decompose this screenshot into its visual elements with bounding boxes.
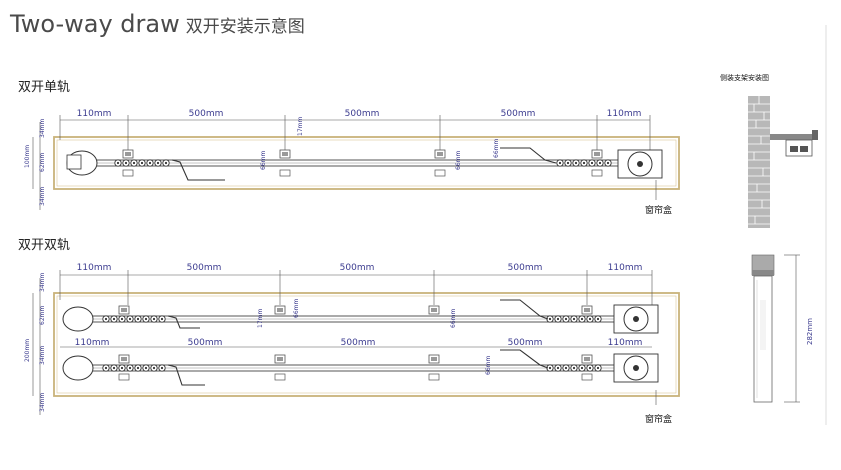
double-inner-dim-66b: 66mm: [450, 309, 457, 328]
single-dim-2: 500mm: [189, 109, 224, 119]
double-track-title: 双开双轨: [18, 238, 71, 253]
single-left-dim-34b: 34mm: [39, 187, 46, 206]
title-chinese: 双开安装示意图: [185, 17, 305, 37]
side-mount-diagram: 侧装支架安装图: [720, 25, 827, 425]
single-box-label: 窗帘盒: [645, 204, 672, 216]
double-dim-4: 500mm: [508, 263, 543, 273]
double-left-dim-34c: 34mm: [39, 393, 46, 412]
double-dim-5: 110mm: [608, 263, 643, 273]
double-left-motor-front: [62, 306, 94, 332]
double-dim-1: 110mm: [77, 263, 112, 273]
double-left-dim-62: 62mm: [39, 306, 46, 325]
side-mount-title: 侧装支架安装图: [720, 73, 769, 82]
single-inner-dim-66a: 66mm: [260, 151, 267, 170]
double-dim-3: 500mm: [340, 263, 375, 273]
double-left-dim-34a: 34mm: [39, 273, 46, 292]
double-left-motor-back: [62, 355, 94, 381]
double-mid-dim-3: 500mm: [341, 338, 376, 348]
double-box-label: 窗帘盒: [645, 413, 672, 425]
single-inner-dim-17: 17mm: [297, 117, 304, 136]
single-right-motor: [617, 149, 663, 179]
single-dim-4: 500mm: [501, 109, 536, 119]
single-left-dim-34a: 34mm: [39, 119, 46, 138]
double-mid-dim-1: 110mm: [75, 338, 110, 348]
single-inner-dim-66b: 66mm: [455, 151, 462, 170]
double-dim-2: 500mm: [187, 263, 222, 273]
double-track-diagram: 110mm 500mm 500mm 500mm 110mm 110mm 500m…: [24, 263, 680, 425]
single-inner-dim-66c: 66mm: [493, 139, 500, 158]
single-left-dim-100: 100mm: [24, 145, 31, 168]
double-left-dim-34b: 34mm: [39, 346, 46, 365]
title-english: Two-way draw: [10, 10, 180, 38]
double-mid-dim-2: 500mm: [188, 338, 223, 348]
single-dim-3: 500mm: [345, 109, 380, 119]
motor-side-view: [751, 254, 775, 403]
single-left-dim-62: 62mm: [39, 153, 46, 172]
brick-wall: [748, 96, 770, 228]
single-dim-1: 110mm: [77, 109, 112, 119]
double-left-dim-200: 200mm: [24, 339, 31, 362]
double-right-motor-front: [613, 304, 659, 334]
double-inner-dim-66a: 66mm: [293, 299, 300, 318]
side-height-dim: 282mm: [806, 318, 814, 345]
double-inner-dim-66c: 66mm: [485, 356, 492, 375]
side-bracket: [770, 130, 818, 157]
single-track-title: 双开单轨: [18, 80, 71, 95]
single-track-diagram: 110mm 500mm 500mm 500mm 110mm 100mm 34mm…: [24, 109, 680, 216]
curtain-box: [53, 136, 680, 190]
double-inner-dim-17: 17mm: [257, 309, 264, 328]
double-mid-dim-4: 500mm: [508, 338, 543, 348]
single-dim-5: 110mm: [607, 109, 642, 119]
double-right-motor-back: [613, 353, 659, 383]
double-mid-dim-5: 110mm: [608, 338, 643, 348]
double-curtain-box: [53, 292, 680, 397]
